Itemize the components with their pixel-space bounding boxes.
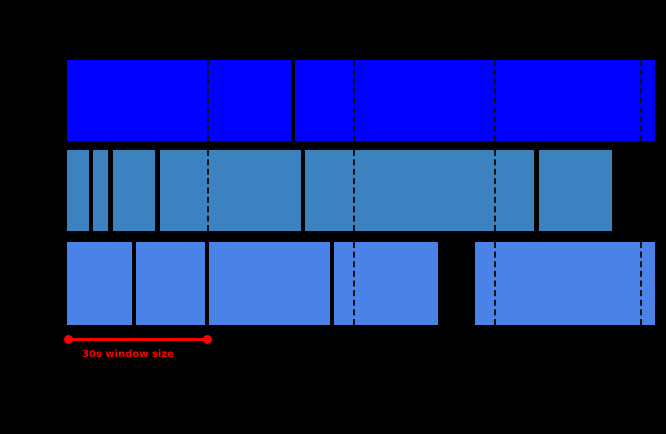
annotation-span-line — [68, 338, 207, 341]
segment-bar[interactable] — [67, 242, 132, 325]
segment-bar[interactable] — [475, 242, 655, 325]
segment-bar[interactable] — [136, 242, 205, 325]
annotation-cap-left — [64, 335, 73, 344]
timeline-row-3 — [0, 242, 666, 325]
segment-bar[interactable] — [334, 242, 438, 325]
timeline-row-1 — [0, 60, 666, 141]
segment-bar[interactable] — [539, 150, 612, 231]
segment-bar[interactable] — [113, 150, 155, 231]
annotation-cap-right — [203, 335, 212, 344]
segment-bar[interactable] — [209, 242, 330, 325]
segment-bar[interactable] — [67, 150, 89, 231]
segment-bar[interactable] — [67, 60, 291, 141]
segment-bar[interactable] — [93, 150, 108, 231]
segment-bar[interactable] — [305, 150, 534, 231]
annotation-label: 30s window size — [82, 349, 174, 360]
segment-bar[interactable] — [160, 150, 301, 231]
segment-bar[interactable] — [295, 60, 655, 141]
timeline-row-2 — [0, 150, 666, 231]
